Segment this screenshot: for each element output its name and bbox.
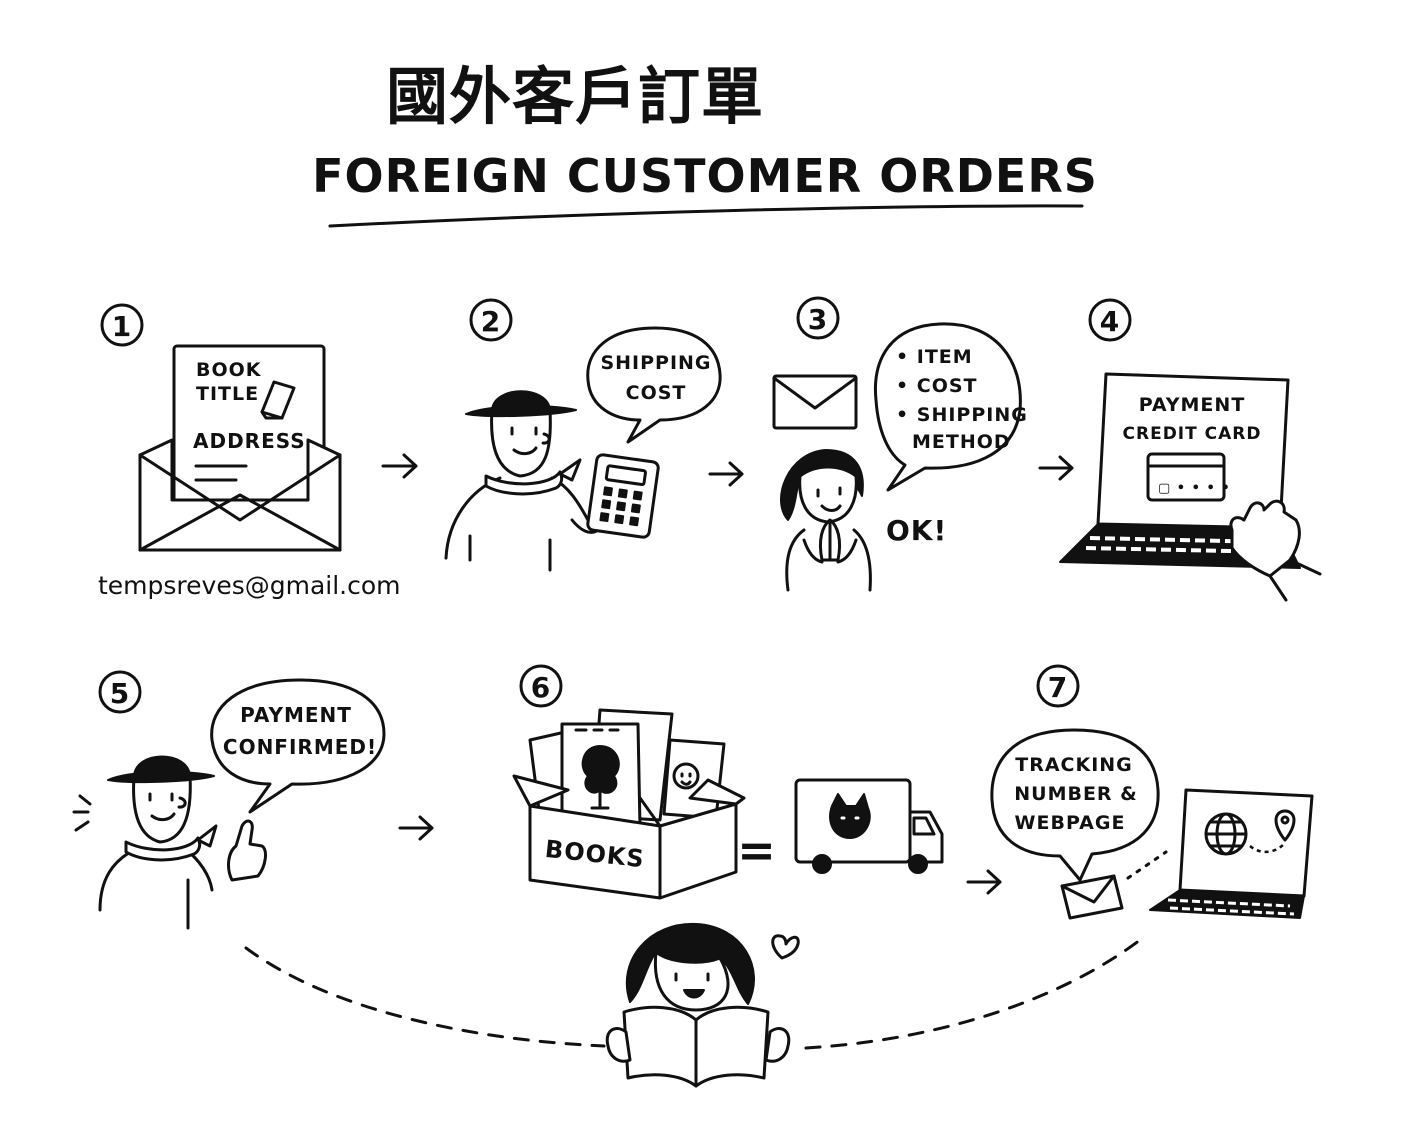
laptop-screen-line-1: PAYMENT [1139, 394, 1246, 416]
step-6: 6 BOOKS = [512, 664, 944, 900]
bubble-step-3-line-2: • COST [896, 375, 978, 397]
bubble-step-5-line-2: CONFIRMED! [223, 735, 377, 759]
bubble-step-2 [586, 326, 722, 444]
bubble-step-2-line-1: SHIPPING [600, 352, 711, 374]
step-7-number: 7 [1048, 671, 1068, 704]
man-with-calculator [444, 390, 600, 572]
step-1: 1 BOOK TITLE ADDRESS tempsreves@gmail.co… [98, 303, 401, 600]
bubble-step-5 [210, 678, 386, 814]
arrow-6-7 [966, 869, 1002, 895]
letter-text-lines [194, 464, 248, 482]
arrow-1-2 [381, 453, 418, 479]
step-7-badge [1036, 664, 1080, 708]
step-4: 4 PAYMENT CREDIT CARD ▢ • • • • [1059, 298, 1322, 602]
laptop-screen-line-2: CREDIT CARD [1123, 424, 1262, 444]
dashed-loop-right [804, 938, 1142, 1050]
bubble-step-3-line-1: • ITEM [896, 346, 973, 368]
bubble-step-7-line-3: WEBPAGE [1015, 812, 1126, 834]
location-pin-icon [1249, 809, 1296, 854]
step-2-badge [469, 298, 513, 342]
step-2: 2 [444, 298, 722, 572]
bubble-step-7 [990, 728, 1160, 882]
box-of-books [512, 708, 746, 900]
envelope-icon [1060, 874, 1124, 920]
woman-reading-book [605, 922, 791, 1088]
calculator-icon [586, 453, 660, 539]
step-7: 7 TRACKING NUMBER & WEBPAGE [990, 664, 1314, 920]
bubble-step-5-line-1: PAYMENT [240, 703, 352, 727]
step-5-number: 5 [110, 677, 130, 710]
email-address: tempsreves@gmail.com [98, 571, 401, 600]
bubble-step-2-line-2: COST [626, 382, 687, 404]
letter-line-address: ADDRESS [193, 429, 306, 453]
arrow-5-6 [398, 815, 434, 841]
bubble-step-3 [873, 322, 1022, 492]
title-english: FOREIGN CUSTOMER ORDERS [312, 149, 1098, 203]
step-4-number: 4 [1100, 305, 1120, 338]
title-underline [328, 204, 1084, 228]
book-icon [260, 380, 296, 420]
envelope-icon [772, 374, 858, 430]
hand-typing [1229, 499, 1322, 602]
dashed-loop-left [244, 946, 606, 1048]
step-2-number: 2 [481, 305, 501, 338]
man-thumbs-up [72, 755, 267, 930]
title-chinese: 國外客戶訂單 [386, 60, 764, 133]
credit-card-icon: ▢ • • • • [1146, 452, 1231, 502]
bubble-step-7-line-2: NUMBER & [1014, 783, 1138, 805]
step-1-number: 1 [112, 310, 132, 343]
step-1-badge [100, 303, 144, 347]
letter-line-book: BOOK [196, 359, 262, 381]
heart-icon [771, 934, 800, 960]
letter-line-title: TITLE [196, 383, 259, 405]
step-6-badge [519, 664, 563, 708]
step-3-badge [796, 296, 840, 340]
arrow-2-3 [708, 461, 744, 487]
credit-card-number: ▢ • • • • [1158, 481, 1231, 496]
bubble-step-7-line-1: TRACKING [1015, 754, 1133, 776]
arrow-3-4 [1038, 455, 1074, 481]
dotted-link [1126, 850, 1168, 880]
equals-sign: = [737, 823, 777, 877]
step-4-badge [1088, 298, 1132, 342]
truck-icon [794, 778, 944, 874]
globe-icon [1204, 812, 1248, 856]
step-3: 3 • ITEM • COST • SHIPPING METHOD OK! [772, 296, 1028, 592]
step-6-number: 6 [531, 671, 551, 704]
woman-praying-hands [779, 449, 872, 592]
bubble-step-3-line-3: • SHIPPING [896, 404, 1028, 426]
step-3-number: 3 [808, 303, 828, 336]
step-5-badge [98, 670, 142, 714]
bubble-step-3-line-4: METHOD [912, 431, 1011, 453]
step-5: 5 PAYMENT CONFIRMED! [72, 670, 386, 930]
reply-ok: OK! [886, 514, 947, 547]
